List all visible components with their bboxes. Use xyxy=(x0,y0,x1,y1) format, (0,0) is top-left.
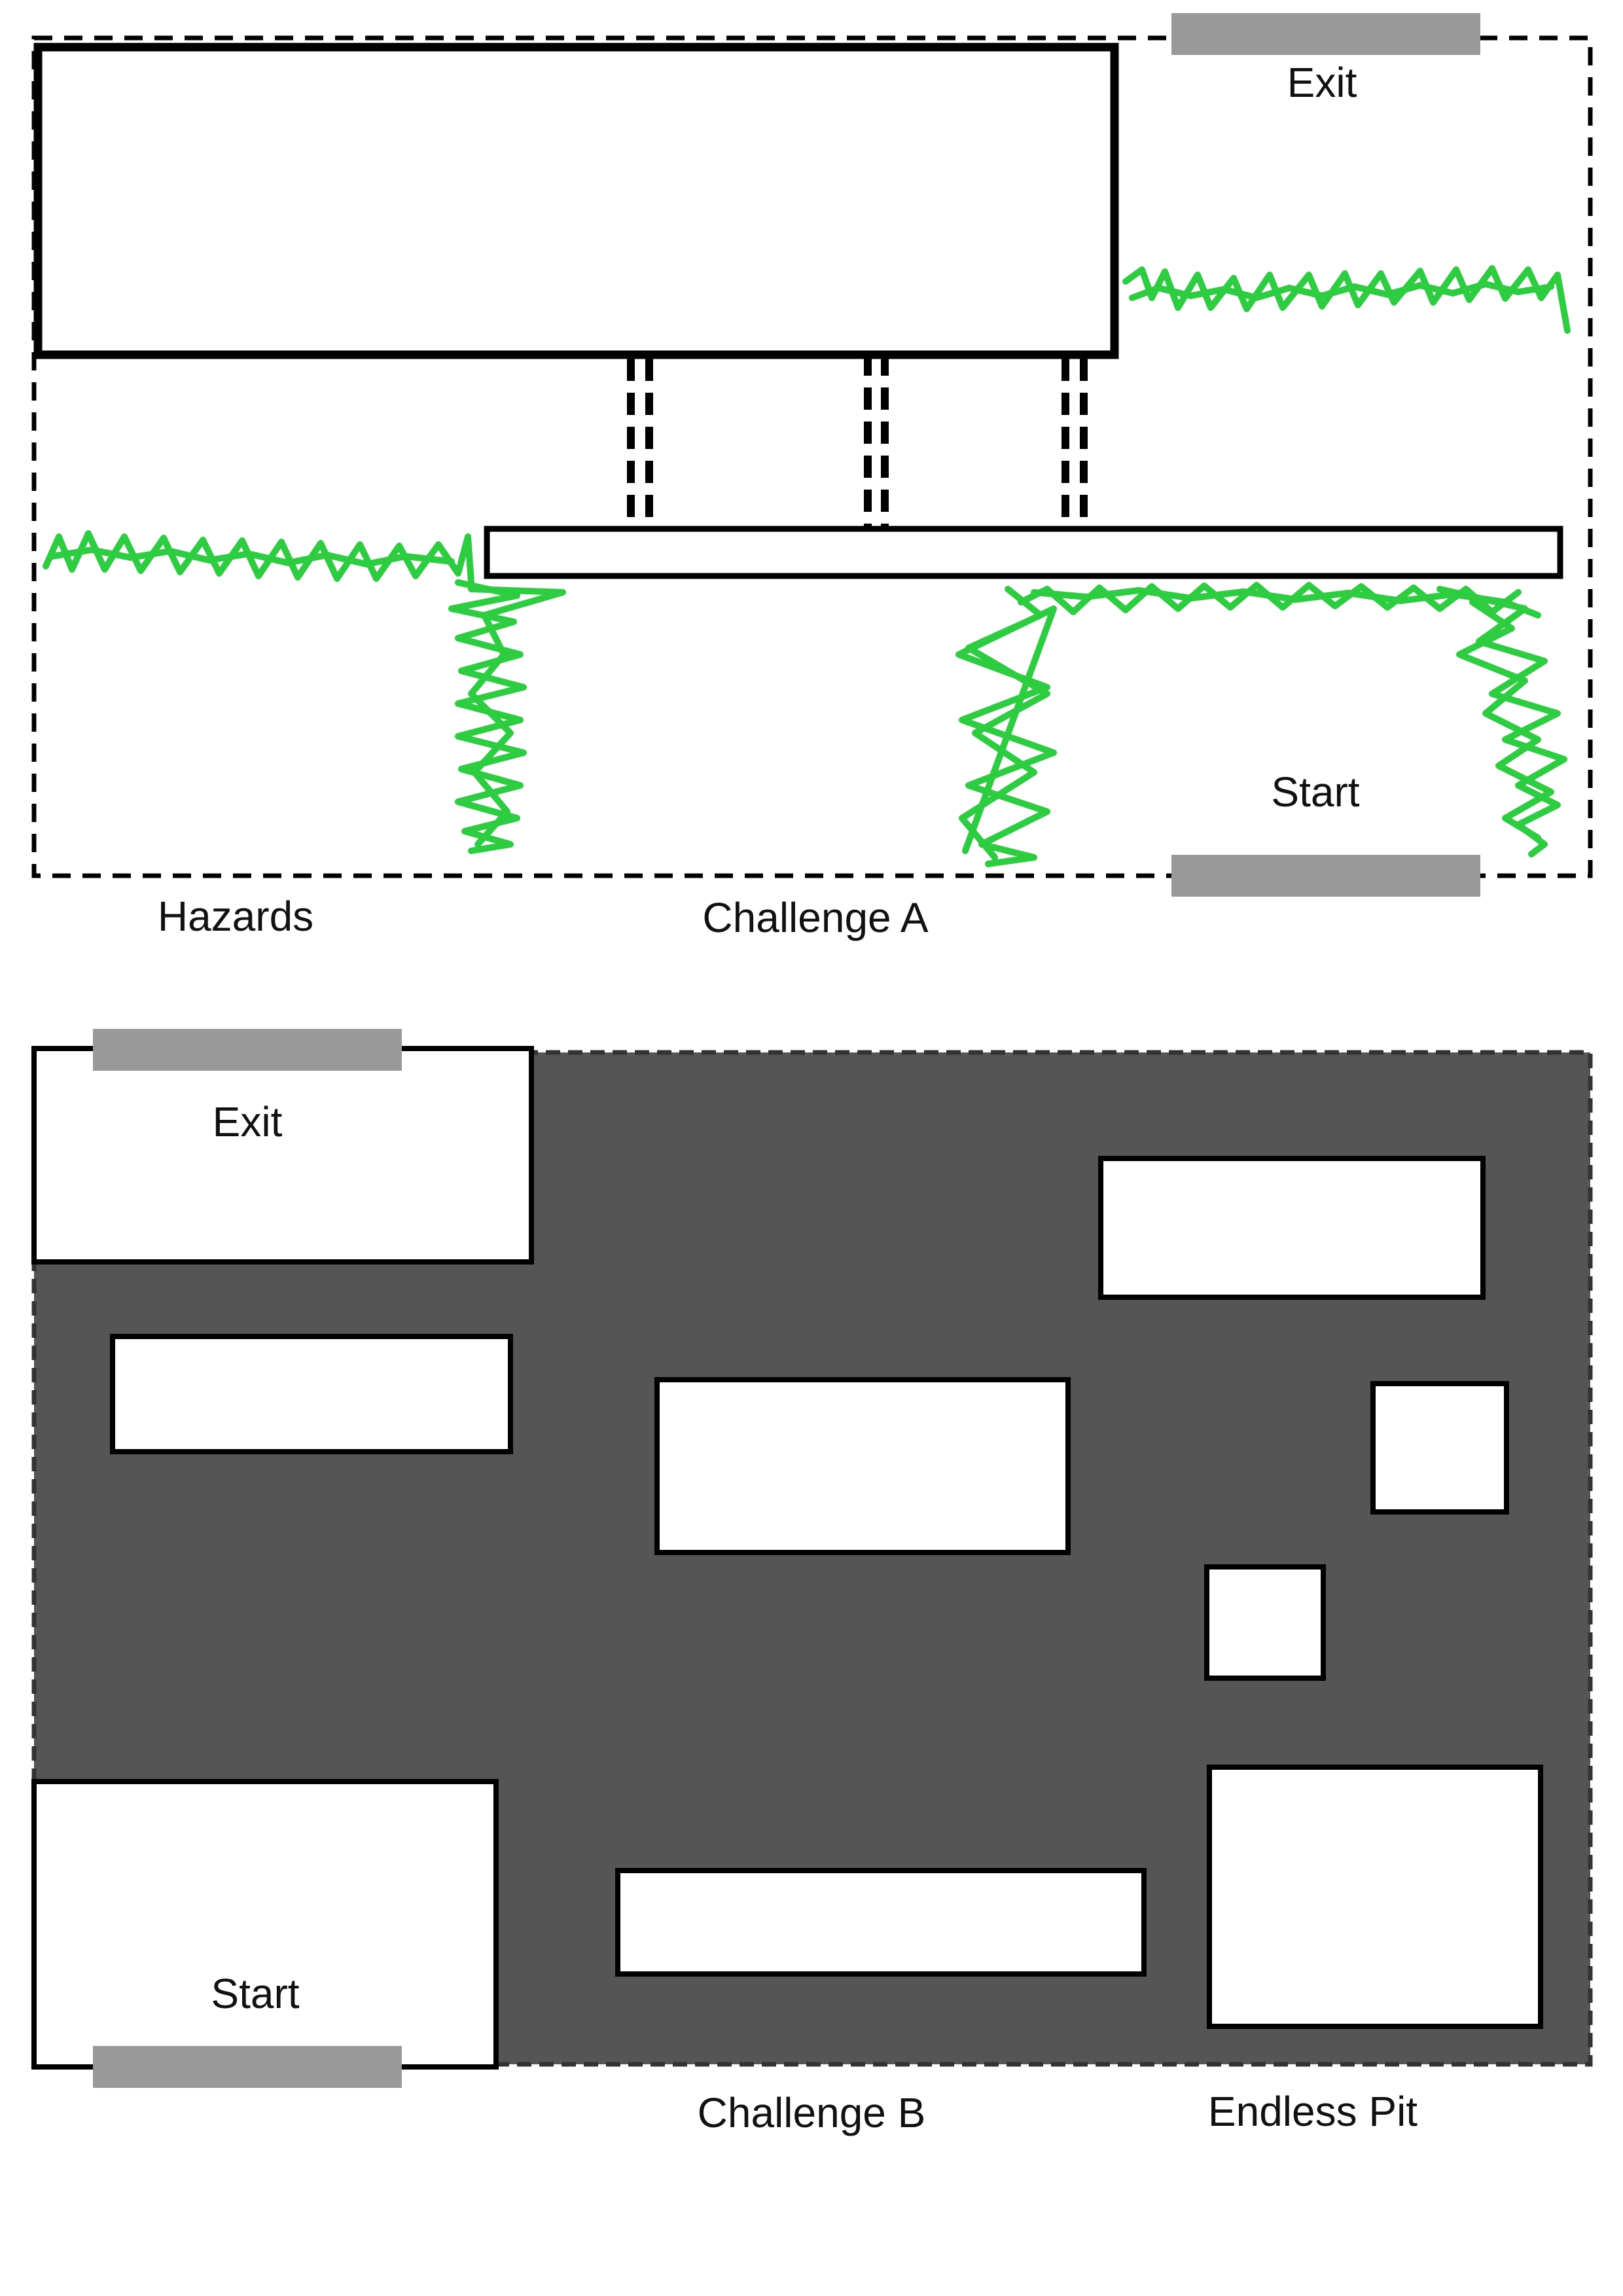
challenge-b-exit-label: Exit xyxy=(213,1098,283,1145)
challenge-a-boundary xyxy=(31,35,1593,878)
challenge-a-exit-label: Exit xyxy=(1287,59,1357,106)
platform-bottom-center xyxy=(615,1868,1147,1977)
platform-left-wide xyxy=(110,1334,513,1454)
challenge-b-exit-door xyxy=(93,1029,402,1071)
challenge-a-start-door xyxy=(1171,855,1480,897)
platform-center xyxy=(654,1377,1071,1555)
hazard-left-column xyxy=(448,579,527,854)
platform-small-square-right xyxy=(1370,1381,1509,1515)
endless-pit-label: Endless Pit xyxy=(1208,2088,1418,2135)
challenge-b-start-door xyxy=(93,2046,402,2088)
platform-small-square-center xyxy=(1204,1564,1326,1681)
challenge-a-dashed-columns xyxy=(627,353,1088,534)
challenge-b-exit-platform xyxy=(31,1046,534,1265)
hazard-right-arch-right-leg-2 xyxy=(1456,599,1554,841)
challenge-a-caption: Challenge A xyxy=(702,894,928,941)
challenge-b-start-label: Start xyxy=(211,1970,299,2017)
hazard-right-arch-left-leg-2 xyxy=(959,586,1050,861)
challenge-a-large-block xyxy=(33,43,1119,359)
hazard-upper-right xyxy=(1122,265,1571,334)
challenge-a-start-label: Start xyxy=(1271,768,1359,816)
hazard-left-band-2 xyxy=(49,547,455,567)
challenge-b-caption: Challenge B xyxy=(698,2089,926,2136)
hazard-left-band xyxy=(43,530,474,586)
challenge-a-exit-door xyxy=(1171,13,1480,55)
hazard-left-column-2 xyxy=(468,586,566,848)
challenge-b-diagram: Exit Start Challenge B Endless Pit xyxy=(31,1029,1593,2136)
challenge-a-diagram: Exit Start Hazards Challenge A xyxy=(31,13,1593,941)
hazard-upper-right-2 xyxy=(1129,281,1554,301)
hazards-label: Hazards xyxy=(158,893,313,940)
challenge-a-platform xyxy=(484,526,1563,579)
platform-top-right xyxy=(1098,1156,1486,1300)
platform-bottom-right xyxy=(1207,1765,1543,2029)
challenge-b-start-platform xyxy=(31,1779,499,2070)
hazard-scribbles xyxy=(43,265,1571,867)
